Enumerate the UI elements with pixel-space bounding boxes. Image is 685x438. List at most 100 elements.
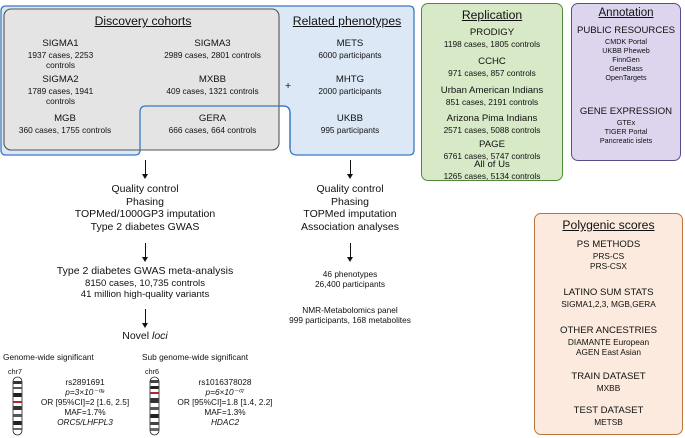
related-name: MHTG — [335, 74, 365, 85]
replication-name: PAGE — [479, 139, 505, 150]
cohort-mxbb: MXBB 409 cases, 1321 controls — [155, 74, 270, 96]
resource-item: OpenTargets — [605, 72, 647, 82]
train-dataset: TRAIN DATASET MXBB — [534, 371, 683, 393]
sub-pvalue: p=6×10⁻⁰⁷ — [205, 387, 245, 397]
nmr-line: 999 participants, 168 metabolites — [289, 315, 411, 325]
replication-detail: 971 cases, 857 controls — [448, 67, 536, 78]
sub-genes: HDAC2 — [210, 417, 240, 427]
section-header: PS METHODS — [576, 239, 641, 250]
replication-panel — [421, 3, 563, 181]
gw-details: rs2891691 p=3×10⁻⁰⁹ OR [95%CI]=2 [1.6, 2… — [30, 377, 140, 427]
replication-name: All of Us — [474, 159, 510, 170]
cohort-gera: GERA 666 cases, 664 controls — [155, 113, 270, 135]
pipeline-step: Phasing — [126, 195, 164, 208]
section-item: SIGMA1,2,3, MGB,GERA — [561, 298, 656, 309]
polygenic-panel — [534, 213, 683, 435]
replication-detail: 1198 cases, 1805 controls — [443, 38, 541, 49]
related-name: METS — [336, 38, 364, 49]
test-dataset: TEST DATASET METSB — [534, 405, 683, 427]
related-mets: METS 6000 participants — [300, 38, 400, 60]
cohort-mgb: MGB 360 cases, 1755 controls — [5, 113, 125, 135]
related-title: Related phenotypes — [292, 14, 402, 28]
sub-or: OR [95%CI]=1.8 [1.4, 2.2] — [177, 397, 273, 407]
resource-item: GeneBass — [609, 63, 643, 73]
replication-name: Arizona Pima Indians — [446, 113, 538, 124]
related-name: UKBB — [336, 113, 364, 124]
replication-detail: 1265 cases, 5134 controls — [443, 170, 541, 181]
annotation-public: PUBLIC RESOURCES CMDK Portal UKBB Pheweb… — [571, 25, 681, 82]
replication-name: CCHC — [478, 56, 506, 67]
chromosome-7-ideogram — [12, 376, 23, 436]
related-detail: 995 participants — [320, 124, 380, 135]
right-pipeline-steps: Quality control Phasing TOPMed imputatio… — [270, 183, 430, 233]
discovery-title: Discovery cohorts — [94, 14, 192, 28]
resource-item: UKBB Pheweb — [602, 45, 650, 55]
nmr-panel: NMR-Metabolomics panel 999 participants,… — [250, 305, 450, 325]
phenotypes-line: 26,400 participants — [314, 279, 386, 289]
pipeline-step: Quality control — [111, 183, 179, 195]
arrow-down — [347, 243, 353, 262]
meta-title: Type 2 diabetes GWAS meta-analysis — [56, 265, 234, 277]
section-item: PRS-CS — [592, 250, 625, 261]
section-item: METSB — [594, 416, 623, 427]
gw-title: Genome-wide significant — [3, 352, 94, 362]
cohort-name: SIGMA2 — [42, 74, 79, 85]
replication-pima: Arizona Pima Indians 2571 cases, 5088 co… — [421, 113, 563, 135]
chromosome-6-ideogram — [149, 376, 160, 436]
novel-italic: loci — [152, 330, 168, 342]
cohort-detail: 360 cases, 1755 controls — [18, 124, 112, 135]
left-pipeline-steps: Quality control Phasing TOPMed/1000GP3 i… — [55, 183, 235, 233]
sub-snp: rs1016378028 — [198, 377, 252, 387]
annotation-title: Annotation — [598, 7, 654, 19]
section-item: MXBB — [596, 382, 621, 393]
arrow-down — [142, 309, 148, 328]
phenotypes-line: 46 phenotypes — [322, 269, 378, 279]
cohort-name: MGB — [54, 113, 76, 124]
related-detail: 2000 participants — [318, 85, 382, 96]
arrow-down — [142, 243, 148, 262]
sub-maf: MAF=1.3% — [204, 407, 246, 417]
related-detail: 6000 participants — [318, 49, 382, 60]
resource-item: GTEx — [616, 117, 636, 127]
cohort-detail: 409 cases, 1321 controls — [166, 85, 259, 96]
cohort-detail: 2989 cases, 2801 controls — [164, 49, 261, 60]
replication-detail: 851 cases, 2191 controls — [445, 96, 539, 107]
related-ukbb: UKBB 995 participants — [300, 113, 400, 135]
section-header: OTHER ANCESTRIES — [559, 325, 658, 336]
pipeline-step: Quality control — [316, 183, 384, 195]
sub-details: rs1016378028 p=6×10⁻⁰⁷ OR [95%CI]=1.8 [1… — [165, 377, 285, 427]
ps-methods: PS METHODS PRS-CS PRS-CSX — [534, 239, 683, 271]
meta-analysis: Type 2 diabetes GWAS meta-analysis 8150 … — [40, 265, 250, 301]
gw-pvalue: p=3×10⁻⁰⁹ — [65, 387, 105, 397]
related-mhtg: MHTG 2000 participants — [300, 74, 400, 96]
pipeline-step: Phasing — [331, 195, 369, 208]
plus-sign: + — [285, 80, 292, 92]
replication-title: Replication — [461, 8, 523, 22]
section-header: TEST DATASET — [573, 405, 644, 416]
replication-name: PRODIGY — [469, 27, 515, 38]
replication-name: Urban American Indians — [440, 85, 544, 96]
gw-snp: rs2891691 — [65, 377, 105, 387]
gw-genes: ORC5/LHFPL3 — [57, 417, 113, 427]
replication-allofus: All of Us 1265 cases, 5134 controls — [421, 159, 563, 181]
replication-detail: 6761 cases, 5747 controls — [443, 150, 541, 161]
replication-prodigy: PRODIGY 1198 cases, 1805 controls — [421, 27, 563, 49]
pipeline-step: Type 2 diabetes GWAS — [90, 220, 200, 233]
section-header: LATINO SUM STATS — [563, 287, 654, 298]
cohort-detail: 1937 cases, 2253 controls — [27, 49, 94, 70]
gw-maf: MAF=1.7% — [64, 407, 106, 417]
replication-urban: Urban American Indians 851 cases, 2191 c… — [421, 85, 563, 107]
cohort-sigma3: SIGMA3 2989 cases, 2801 controls — [155, 38, 270, 60]
gene-expression-header: GENE EXPRESSION — [579, 106, 673, 117]
discovery-panel-outline — [0, 5, 415, 156]
resource-item: FinnGen — [612, 54, 640, 64]
replication-page: PAGE 6761 cases, 5747 controls — [421, 139, 563, 161]
section-header: TRAIN DATASET — [571, 371, 646, 382]
gw-chr-label: chr7 — [8, 367, 22, 376]
sub-chr-label: chr6 — [145, 367, 159, 376]
cohort-name: SIGMA3 — [194, 38, 231, 49]
cohort-name: SIGMA1 — [42, 38, 79, 49]
annotation-gene: GENE EXPRESSION GTEx TIGER Portal Pancre… — [571, 106, 681, 145]
cohort-sigma1: SIGMA1 1937 cases, 2253 controls — [13, 38, 108, 70]
resource-item: CMDK Portal — [605, 36, 647, 46]
